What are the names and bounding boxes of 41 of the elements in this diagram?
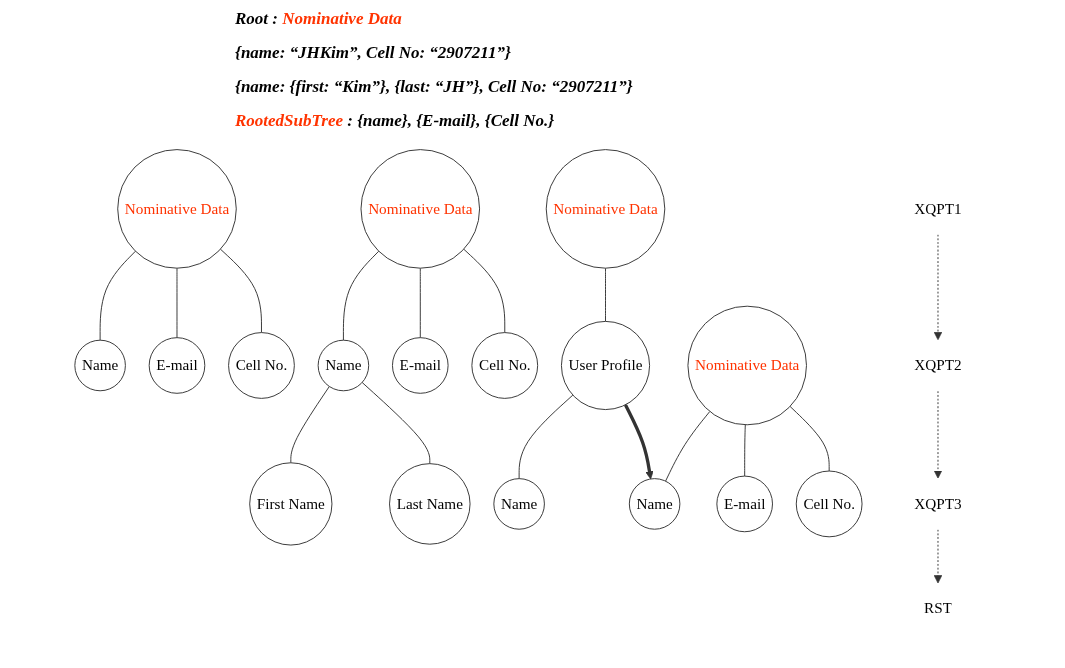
note-text: {name: {first: “Kim”}, {last: “JH”}, Cell No: “2907211”} [235,77,633,96]
node-text: XQPT1 [914,200,962,217]
node-text: XQPT3 [914,495,962,512]
connector [744,424,746,477]
node-circle: Cell No. [471,332,539,399]
node-circle: User Profile [560,320,651,411]
connector [342,250,380,341]
node-circle: E-mail [148,337,206,394]
connector [605,267,606,322]
node-text: XQPT2 [914,356,962,374]
highlighted-text: Nominative Data [282,9,402,28]
connector [220,248,262,334]
node-circle: First Name [249,462,333,546]
node-circle: E-mail [716,475,773,533]
node-circle: Nominative Data [687,305,807,426]
node-circle: Cell No. [795,470,863,538]
node-circle: Name [74,339,126,392]
connector [789,405,830,472]
highlighted-text: RootedSubTree [235,111,343,130]
note-text: : {name}, {E-mail}, {Cell No.} [347,111,555,130]
connector [518,394,574,480]
node-circle: E-mail [392,337,449,394]
connector [99,250,136,341]
node-circle: Name [493,478,545,530]
connector [361,382,431,465]
node-circle: Name [317,339,370,392]
node-circle: Cell No. [228,332,295,399]
node-circle: Name [628,478,681,530]
connector [290,386,330,464]
arrow [623,404,654,480]
node-circle: Nominative Data [117,149,237,269]
connector [419,267,421,339]
node-text: RST [924,600,952,617]
note-text: {name: “JHKim”, Cell No: “2907211”} [235,43,511,62]
node-circle: Last Name [389,463,471,545]
connector [665,411,711,482]
connector [463,248,506,334]
node-circle: Nominative Data [360,149,481,269]
note-text: Root : [235,9,278,28]
node-circle: Nominative Data [545,149,666,269]
connector [176,267,178,339]
